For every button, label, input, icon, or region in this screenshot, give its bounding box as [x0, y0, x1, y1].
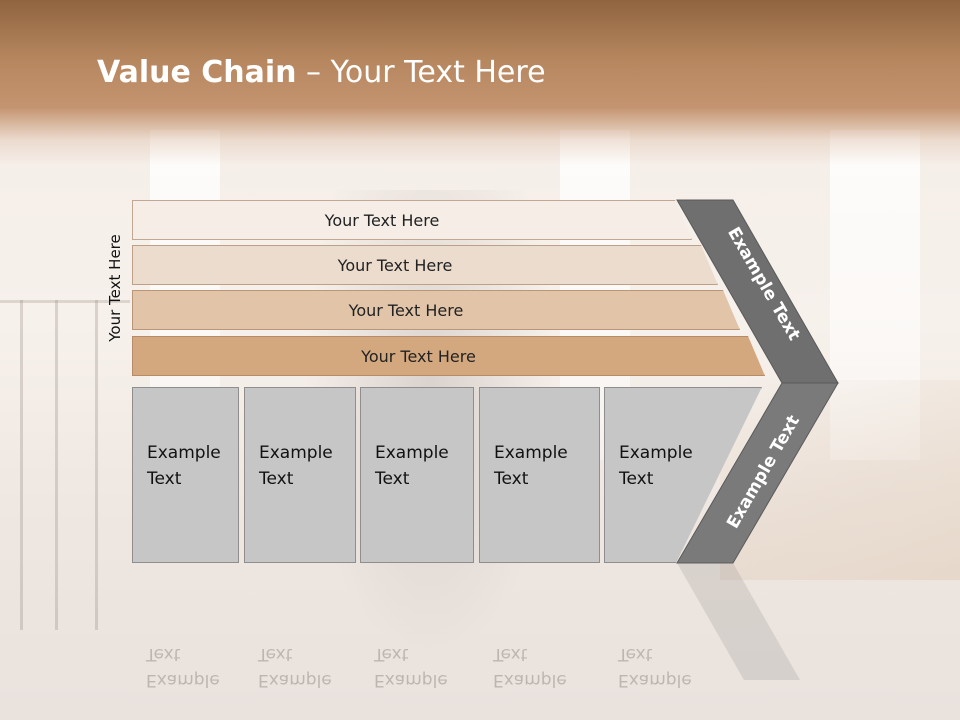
band-3: Your Text Here	[132, 290, 740, 330]
band-label: Your Text Here	[324, 210, 440, 230]
header-band	[0, 0, 960, 165]
chevron-lower-arm	[676, 382, 839, 564]
card-line2: Text	[259, 469, 294, 489]
card-line1: Example	[375, 443, 449, 463]
band-4: Your Text Here	[132, 336, 765, 376]
band-label: Your Text Here	[348, 300, 464, 320]
band-label: Your Text Here	[337, 255, 453, 275]
title-rest: – Your Text Here	[296, 55, 546, 90]
card-line1: Example	[494, 443, 568, 463]
card-line1: Example	[259, 443, 333, 463]
card-line2: Text	[147, 469, 182, 489]
title-bold: Value Chain	[97, 55, 297, 90]
background-railing-post	[20, 300, 23, 630]
band-2: Your Text Here	[132, 245, 718, 285]
card-line2: Text	[619, 469, 654, 489]
background-railing	[0, 300, 130, 600]
card-line1: Example	[147, 443, 221, 463]
band-1: Your Text Here	[132, 200, 692, 240]
slide-title: Value Chain – Your Text Here	[97, 55, 546, 90]
card-line2: Text	[494, 469, 529, 489]
background-railing-post	[95, 300, 98, 630]
chevron-reflection	[677, 563, 800, 680]
card-line1: Example	[619, 443, 693, 463]
band-label: Your Text Here	[361, 346, 476, 366]
card-line2: Text	[375, 469, 410, 489]
background-railing-post	[55, 300, 58, 630]
